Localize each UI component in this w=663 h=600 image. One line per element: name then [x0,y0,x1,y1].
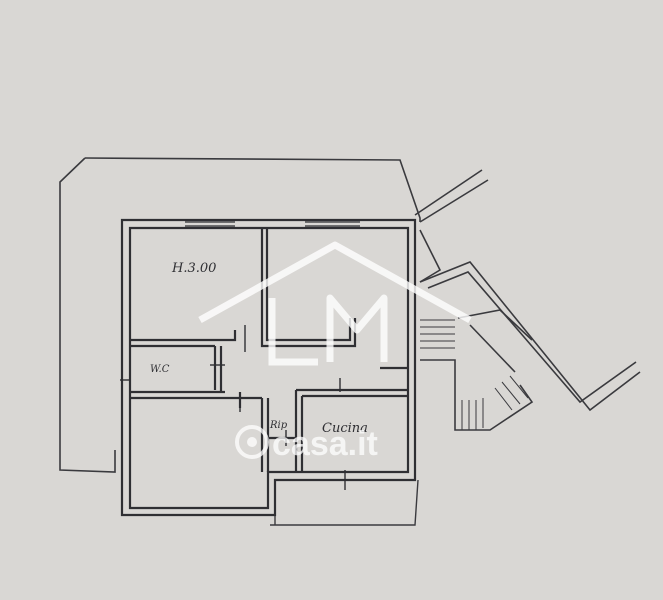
letter-m-shape [326,294,388,362]
casa-watermark-text: casa.it [272,425,378,463]
casa-logo-icon [235,425,269,459]
site-outline-top [84,157,421,222]
room-label-wc: W.C [150,364,170,375]
balcony-outline [270,479,419,526]
room-label-top-left: H.3.00 [171,261,216,276]
door-marks [120,325,346,490]
casa-logo-dot-icon [247,437,257,447]
site-outline-left [59,157,116,473]
room-label-rip: Rip [269,420,288,431]
room-label-kitchen: Cucina [322,421,368,436]
exterior-stairs [414,169,641,431]
lm-watermark-logo [198,241,472,366]
top-windows [185,221,360,227]
casa-watermark: casa.it [235,425,378,463]
letter-l-shape [268,298,318,366]
roof-icon [198,241,472,324]
stair-treads [420,319,529,430]
